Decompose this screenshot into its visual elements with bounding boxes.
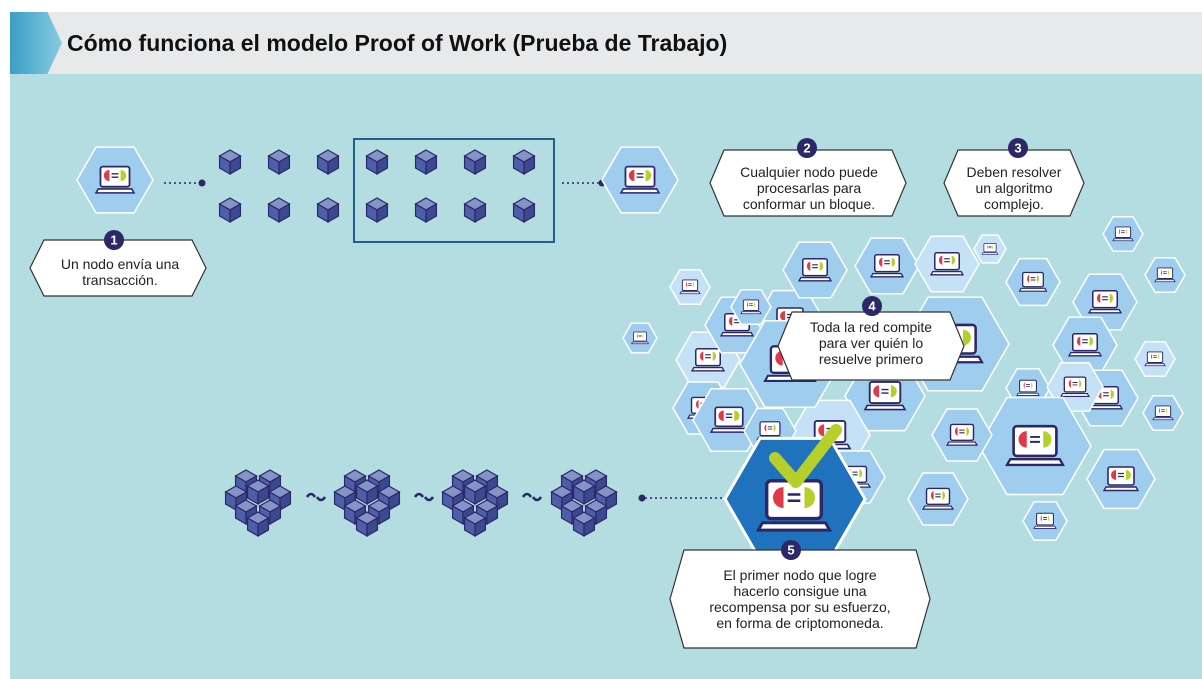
network-node-icon	[669, 268, 711, 306]
step-1-text: Un nodo envía una transacción.	[60, 256, 180, 288]
step-5-badge: 5	[781, 540, 801, 560]
cluster-cube	[560, 499, 584, 526]
step-1-badge: 1	[104, 230, 124, 250]
network-node-icon	[931, 408, 993, 462]
transaction-cube-icon	[414, 197, 438, 224]
network-node-icon	[1086, 448, 1156, 510]
svg-text:1: 1	[110, 233, 117, 248]
cluster-cube	[367, 499, 391, 526]
connector-3	[638, 494, 722, 502]
connector-1	[164, 179, 206, 187]
network-node-icon	[1142, 394, 1184, 432]
network-node-icon	[782, 241, 848, 299]
page-title: Cómo funciona el modelo Proof of Work (P…	[67, 30, 728, 56]
candidate-block-frame	[353, 138, 555, 243]
transaction-cube-icon	[512, 197, 536, 224]
header-band	[10, 12, 1202, 74]
transaction-cube-icon	[365, 149, 389, 176]
sender-node-icon	[76, 146, 154, 214]
transaction-cube-icon	[218, 197, 242, 224]
svg-text:5: 5	[787, 543, 794, 558]
svg-text:2: 2	[803, 141, 810, 156]
transaction-cube-icon	[218, 149, 242, 176]
step-5-text: El primer nodo que logre hacerlo consigu…	[709, 567, 891, 631]
network-node-icon	[730, 288, 772, 326]
transaction-cube-icon	[463, 197, 487, 224]
cluster-cube	[268, 485, 292, 512]
chain-link-icon	[413, 492, 435, 502]
network-node-icon	[1005, 257, 1061, 307]
cluster-cube	[463, 479, 487, 506]
step-5-callout	[669, 549, 931, 649]
svg-text:4: 4	[868, 299, 876, 314]
cluster-cube	[246, 479, 270, 506]
chain-link-icon	[305, 492, 327, 502]
transaction-cube-icon	[316, 149, 340, 176]
network-node-icon	[907, 472, 969, 526]
network-node-icon	[914, 235, 980, 293]
miner-node-icon	[601, 146, 679, 214]
step-3-badge: 3	[1008, 138, 1028, 158]
network-node-icon	[1134, 340, 1176, 378]
network-node-icon	[978, 396, 1092, 496]
pow-diagram: 4 1 2 3 5 Un nodo envía una transacción. Cua…	[10, 74, 1202, 679]
transaction-cube-icon	[316, 197, 340, 224]
step-3-text: Deben resolver un algoritmo complejo.	[966, 164, 1062, 212]
step-2-badge: 2	[797, 138, 817, 158]
block-cluster-icon	[333, 469, 401, 538]
transaction-cube-icon	[512, 149, 536, 176]
transaction-cube-icon	[267, 149, 291, 176]
network-node-icon	[1102, 215, 1144, 253]
cluster-cube	[572, 511, 596, 538]
network-node-icon	[622, 322, 658, 354]
network-node-icon	[973, 234, 1007, 264]
connector-2	[562, 179, 606, 187]
network-node-icon	[1144, 256, 1186, 294]
step-3-callout	[943, 149, 1085, 217]
transaction-cube-icon	[365, 197, 389, 224]
block-cluster-icon	[550, 469, 618, 538]
cluster-cube	[355, 479, 379, 506]
step-2-text: Cualquier nodo puede procesarlas para co…	[740, 164, 878, 212]
svg-text:3: 3	[1014, 141, 1021, 156]
transaction-cube-icon	[414, 149, 438, 176]
network-node-icon	[1072, 273, 1138, 331]
step-4-text: Toda la red compite para ver quién lo re…	[809, 319, 933, 367]
cluster-cube	[355, 511, 379, 538]
block-cluster-icon	[441, 469, 509, 538]
network-node-icon	[1022, 501, 1068, 541]
network-node-icon	[1052, 316, 1118, 374]
transaction-cube-icon	[267, 197, 291, 224]
network-node-icon	[854, 237, 920, 295]
cluster-cube	[560, 469, 584, 496]
cluster-cube	[463, 511, 487, 538]
cluster-cube	[246, 511, 270, 538]
block-cluster-icon	[224, 469, 292, 538]
diagram-canvas: 4 1 2 3 5	[29, 138, 1186, 649]
checkmark-icon	[769, 424, 842, 488]
step-1-callout	[29, 239, 207, 297]
step-4-badge: 4	[862, 296, 882, 316]
transaction-cube-icon	[463, 149, 487, 176]
chain-link-icon	[521, 492, 543, 502]
cluster-cube	[572, 479, 596, 506]
step-2-callout	[709, 149, 907, 217]
step-4-callout	[777, 311, 965, 381]
